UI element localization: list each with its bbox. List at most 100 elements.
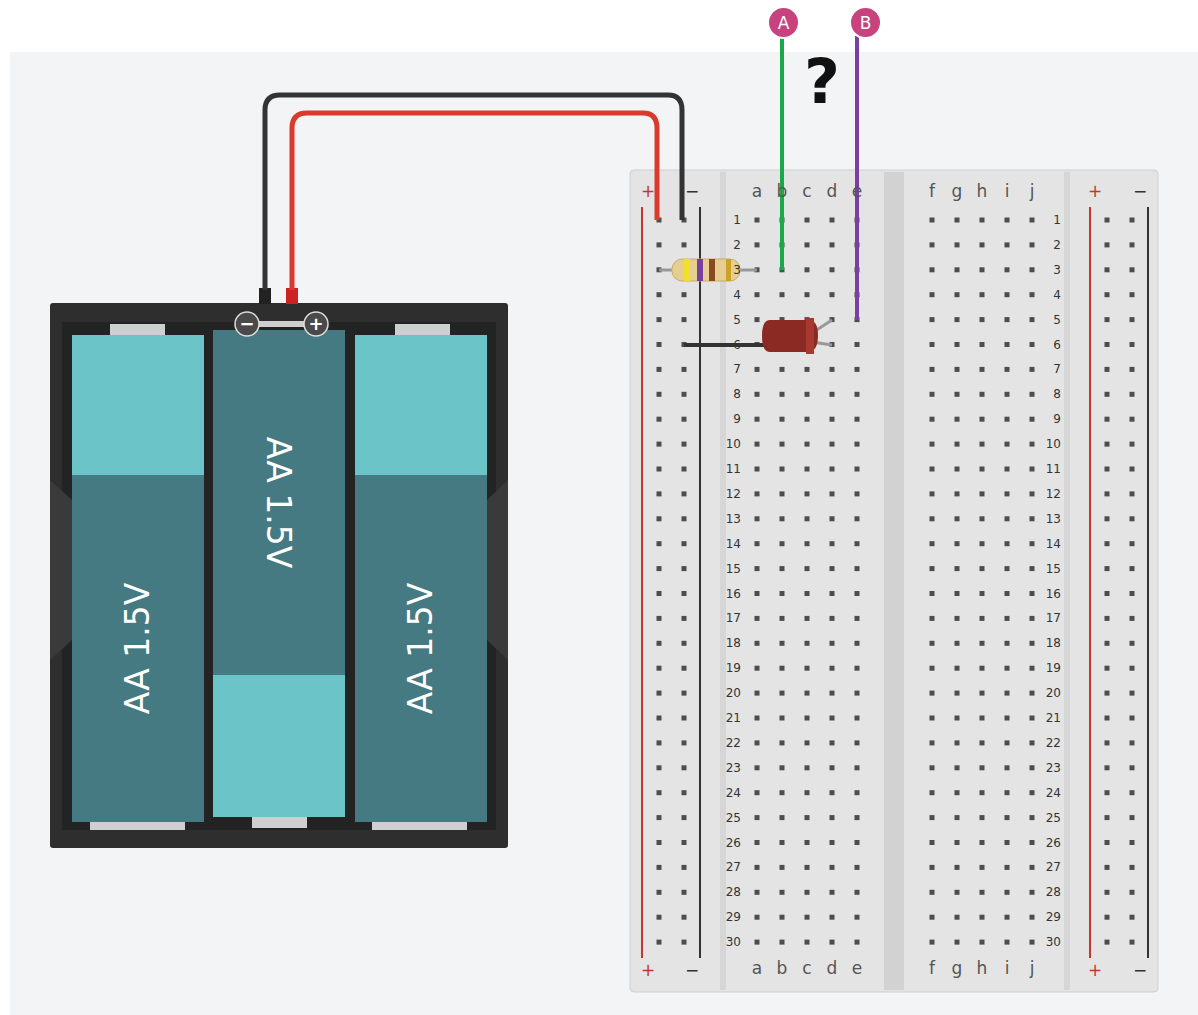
callout-circle: B [849,6,882,39]
rail-line [641,207,643,958]
row-number: 14 [1046,538,1061,550]
column-letter: f [929,183,935,200]
column-letter: d [827,960,838,977]
row-number: 18 [1046,637,1061,649]
row-number: 13 [1046,513,1061,525]
column-letter: a [752,183,762,200]
column-letter: f [929,960,935,977]
column-letter: i [1005,183,1010,200]
purple-wire [855,36,859,320]
red-wire [292,113,657,290]
rail-sign: − [685,183,699,200]
row-number: 15 [1046,563,1061,575]
breadboard-holes [657,218,1135,945]
rail-sign: − [1133,962,1147,979]
row-number: 16 [726,588,741,600]
battery-cell-label: AA 1.5V [213,330,345,675]
row-number: 7 [1053,363,1061,375]
callout-letter: A [778,13,790,33]
terminal-sign: + [308,315,323,333]
battery-rating: AA 1.5V [119,583,158,715]
row-number: 25 [1046,812,1061,824]
row-number: 13 [726,513,741,525]
rail-line [699,207,701,958]
column-letter: j [1030,960,1035,977]
row-number: 21 [726,712,741,724]
rail-sign: + [641,183,655,200]
row-number: 30 [1046,936,1061,948]
row-number: 17 [1046,612,1061,624]
row-number: 28 [726,886,741,898]
row-number: 26 [1046,837,1061,849]
row-number: 25 [726,812,741,824]
row-number: 12 [726,488,741,500]
rail-line [1147,207,1149,958]
row-number: 4 [1053,289,1061,301]
center-channel [884,172,904,990]
battery-cell [355,335,487,822]
battery-rating: AA 1.5V [402,583,441,715]
rail-sign: + [1088,183,1102,200]
black-wire [265,95,682,290]
row-number: 9 [733,413,741,425]
rail-line [1089,207,1091,958]
row-number: 5 [1053,314,1061,326]
row-number: 27 [1046,861,1061,873]
row-number: 4 [733,289,741,301]
column-letter: d [827,183,838,200]
terminal-symbol [235,312,259,336]
row-number: 27 [726,861,741,873]
row-number: 16 [1046,588,1061,600]
row-number: 26 [726,837,741,849]
battery-cell [72,335,204,822]
row-number: 10 [726,438,741,450]
row-number: 10 [1046,438,1061,450]
column-letter: b [777,960,788,977]
row-number: 24 [1046,787,1061,799]
row-number: 11 [726,463,741,475]
row-number: 5 [733,314,741,326]
column-letter: e [852,960,862,977]
rail-sign: − [685,962,699,979]
background [10,52,1198,1015]
battery-rating: AA 1.5V [260,437,299,569]
row-number: 9 [1053,413,1061,425]
row-number: 7 [733,363,741,375]
battery-cell [213,330,345,817]
row-number: 22 [1046,737,1061,749]
column-letter: g [952,960,963,977]
row-number: 12 [1046,488,1061,500]
question-mark: ? [804,51,840,113]
row-number: 23 [726,762,741,774]
row-number: 23 [1046,762,1061,774]
row-number: 21 [1046,712,1061,724]
callout-letter: B [860,13,872,33]
row-number: 29 [726,911,741,923]
black-jumper [684,343,765,347]
row-number: 18 [726,637,741,649]
row-number: 20 [1046,687,1061,699]
terminal-symbol [304,312,328,336]
row-number: 3 [1053,264,1061,276]
row-number: 19 [726,662,741,674]
column-letter: j [1030,183,1035,200]
column-letter: g [952,183,963,200]
callout-circle: A [767,6,800,39]
green-wire [780,36,784,270]
column-letter: e [852,183,862,200]
row-number: 17 [726,612,741,624]
row-number: 3 [733,264,741,276]
column-letter: h [977,960,988,977]
row-number: 6 [1053,339,1061,351]
row-number: 1 [733,214,741,226]
column-letter: c [802,960,811,977]
row-number: 22 [726,737,741,749]
row-number: 28 [1046,886,1061,898]
row-number: 11 [1046,463,1061,475]
row-number: 6 [733,339,741,351]
row-number: 8 [733,388,741,400]
row-number: 1 [1053,214,1061,226]
row-number: 2 [733,239,741,251]
rail-sign: + [1088,962,1102,979]
